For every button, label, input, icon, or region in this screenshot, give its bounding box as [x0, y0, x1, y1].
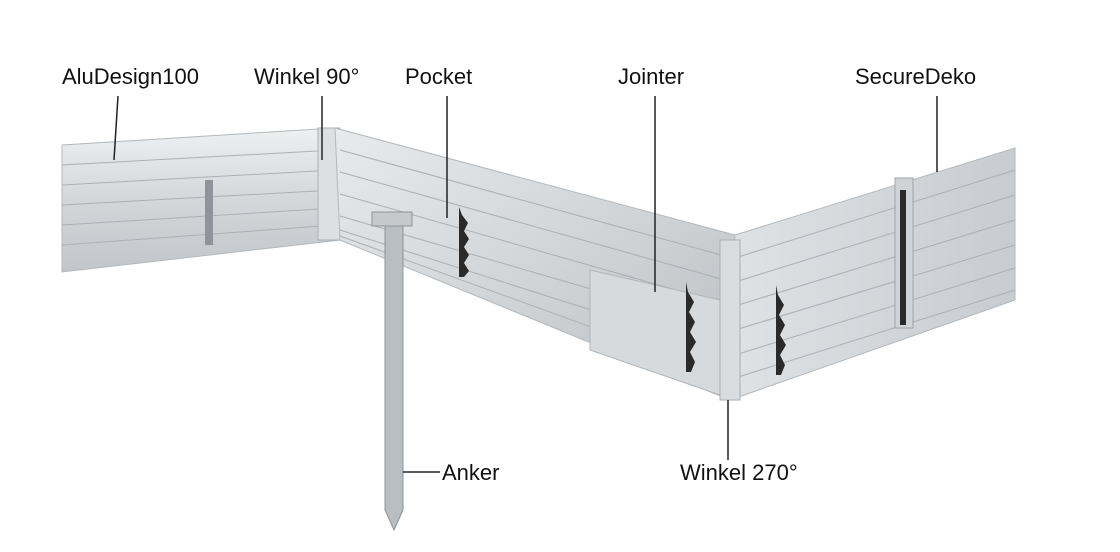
label-securedeko: SecureDeko — [855, 64, 977, 89]
aludesign-left-panel — [61, 127, 341, 273]
label-winkel-90: Winkel 90° — [254, 64, 360, 89]
jointer-slot — [686, 282, 696, 372]
label-pocket: Pocket — [405, 64, 473, 89]
anker-stake — [384, 221, 404, 532]
label-winkel-270: Winkel 270° — [680, 460, 798, 485]
label-aludesign100: AluDesign100 — [62, 64, 199, 89]
label-jointer: Jointer — [618, 64, 685, 89]
label-anker: Anker — [442, 460, 500, 485]
corner-slot — [776, 285, 786, 375]
right-panel — [729, 147, 1016, 401]
pocket-slot — [459, 207, 469, 277]
leader-lines — [113, 95, 938, 473]
